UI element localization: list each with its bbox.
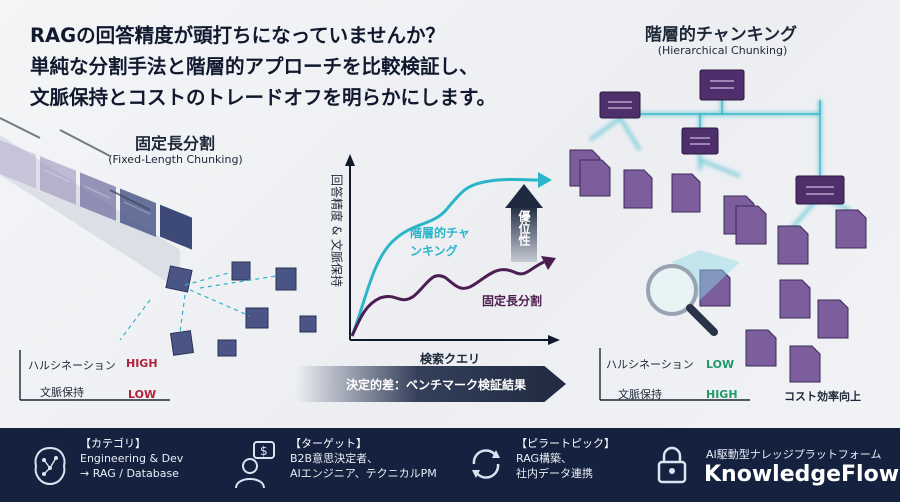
- hierarchical-title: 階層的チャンキング: [644, 25, 798, 45]
- series-line-hierarchical: [350, 178, 541, 337]
- advantage-label: 優位性: [517, 210, 531, 246]
- headline-line-2: 単純な分割手法と階層的アプローチを比較検証し、: [30, 55, 479, 78]
- hier-context-label: 文脈保持: [618, 388, 662, 401]
- hier-context-level: HIGH: [706, 388, 738, 401]
- fixed-context-label: 文脈保持: [40, 386, 84, 399]
- footer-bar: 【カテゴリ】 Engineering & Dev → RAG / Databas…: [0, 428, 900, 502]
- chart-y-label: 回答精度 & 文脈保持: [329, 174, 344, 287]
- person-dollar-icon: $: [235, 441, 275, 489]
- footer-pillar-tag: 【ピラートピック】: [516, 437, 615, 450]
- fixed-chunk-blocks: [0, 117, 317, 357]
- footer-pillar-line1: RAG構築、: [516, 452, 573, 465]
- benchmark-banner: 決定的差：ベンチマーク検証結果: [296, 366, 566, 402]
- footer-category-tag: 【カテゴリ】: [80, 437, 146, 450]
- footer-target-tag: 【ターゲット】: [290, 437, 367, 450]
- hierarchical-subtitle: (Hierarchical Chunking): [657, 44, 788, 57]
- headline-line-1: RAGの回答精度が頭打ちになっていませんか？: [30, 24, 446, 47]
- series-arrow-fixed: [541, 256, 556, 270]
- magnifier-icon: [646, 250, 740, 336]
- fixed-context-level: LOW: [128, 388, 157, 401]
- sync-icon: [472, 449, 500, 479]
- footer-category-line1: Engineering & Dev: [80, 452, 184, 465]
- brain-icon: [34, 446, 66, 486]
- fixed-subtitle: (Fixed-Length Chunking): [108, 153, 243, 166]
- footer-target: 【ターゲット】 B2B意思決定者、 AIエンジニア、テクニカルPM: [290, 436, 437, 481]
- svg-text:$: $: [260, 444, 268, 458]
- hierarchical-metrics-axes: [599, 348, 750, 401]
- chart-x-label: 検索クエリ: [420, 352, 481, 366]
- advantage-arrow: [505, 184, 543, 262]
- lock-icon: [657, 446, 687, 484]
- cost-efficiency-label: コスト効率向上: [784, 390, 861, 403]
- series-line-fixed: [350, 260, 545, 337]
- accuracy-chart: [345, 154, 560, 345]
- fixed-hallucination-level: HIGH: [126, 357, 158, 370]
- series-arrow-hierarchical: [538, 172, 552, 188]
- hierarchy-tree: [569, 69, 867, 383]
- footer-target-line2: AIエンジニア、テクニカルPM: [290, 467, 437, 480]
- fixed-hallucination-label: ハルシネーション: [28, 359, 116, 372]
- series-label-hierarchical: 階層的チャンキング: [410, 226, 470, 258]
- footer-category: 【カテゴリ】 Engineering & Dev → RAG / Databas…: [80, 436, 183, 481]
- headline-line-3: 文脈保持とコストのトレードオフを明らかにします。: [30, 86, 497, 109]
- fixed-title: 固定長分割: [134, 134, 215, 153]
- comparison-illustration: [0, 69, 867, 401]
- hier-hallucination-level: LOW: [706, 358, 735, 371]
- hier-hallucination-label: ハルシネーション: [606, 358, 694, 371]
- benchmark-banner-text: 決定的差：ベンチマーク検証結果: [346, 378, 527, 392]
- brand-tagline: AI駆動型ナレッジプラットフォーム: [706, 448, 882, 461]
- brand-name: KnowledgeFlow: [704, 462, 900, 487]
- fixed-metrics-axes: [19, 350, 170, 401]
- footer-pillar: 【ピラートピック】 RAG構築、 社内データ連携: [516, 436, 615, 481]
- headline: RAGの回答精度が頭打ちになっていませんか？ 単純な分割手法と階層的アプローチを…: [30, 20, 590, 113]
- series-label-fixed: 固定長分割: [482, 294, 543, 308]
- footer-category-line2: → RAG / Database: [80, 467, 179, 480]
- footer-pillar-line2: 社内データ連携: [516, 467, 593, 480]
- footer-target-line1: B2B意思決定者、: [290, 452, 379, 465]
